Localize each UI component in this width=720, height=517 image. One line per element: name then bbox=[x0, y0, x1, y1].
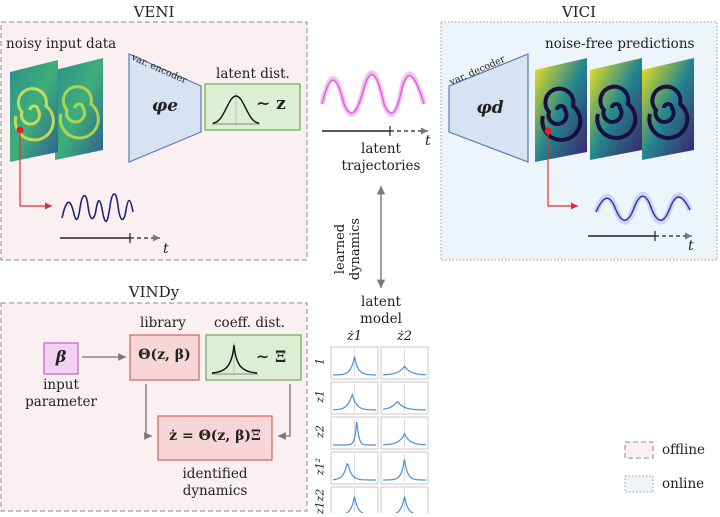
grid-distribution-0-0 bbox=[332, 356, 377, 376]
decoder-symbol-text: φd bbox=[476, 98, 504, 118]
axis-t-input: t bbox=[163, 241, 169, 257]
legend-online-label: online bbox=[662, 476, 705, 492]
noisy-signal-curve bbox=[61, 193, 134, 223]
grid-row-label: 1 bbox=[313, 358, 327, 365]
noisy-input-label: noisy input data bbox=[6, 36, 117, 52]
encoder-block bbox=[128, 53, 202, 163]
grid-distribution-0-1 bbox=[382, 365, 427, 376]
encoder-symbol: φe bbox=[129, 96, 201, 116]
grid-distribution-4-0 bbox=[344, 496, 365, 513]
grid-row-label: z1² bbox=[313, 457, 327, 476]
library-label: library bbox=[140, 315, 186, 331]
axis-t-latent: t bbox=[425, 133, 431, 149]
grid-distribution-2-0 bbox=[333, 422, 376, 446]
grid-distribution-1-1 bbox=[382, 401, 426, 411]
latent-trajectories-label: latent trajectories bbox=[341, 141, 421, 174]
grid-row-label: z1z2 bbox=[313, 488, 327, 515]
vici-title: VICI bbox=[561, 3, 597, 21]
latent-dist-expr: ∼ z bbox=[256, 94, 286, 114]
library-expr: Θ(z, β) bbox=[138, 347, 191, 363]
learned-dynamics-label: learned dynamics bbox=[333, 217, 363, 281]
dynamics-equation-box bbox=[157, 415, 273, 461]
latent-trajectory-curve bbox=[321, 74, 425, 114]
latent-model-label: latent model bbox=[360, 294, 402, 327]
grid-distribution-3-0 bbox=[332, 463, 376, 481]
grid-row-label: z1 bbox=[313, 390, 327, 403]
latent-dist-label: latent dist. bbox=[216, 66, 290, 82]
coefficient-grid bbox=[330, 346, 429, 513]
noisy-image-front bbox=[10, 60, 58, 162]
legend-offline-label: offline bbox=[662, 442, 706, 458]
legend-online-swatch bbox=[624, 475, 654, 493]
vindy-title: VINDy bbox=[128, 283, 180, 301]
arrow-library-to-dynamics bbox=[144, 384, 152, 440]
dynamics-equation: ż = Θ(z, β)Ξ bbox=[169, 428, 261, 444]
arrow-coeff-to-dynamics bbox=[278, 384, 291, 440]
latent-trajectory-plot bbox=[319, 70, 427, 117]
grid-column-header: ż2 bbox=[396, 329, 413, 344]
grid-distribution-3-1 bbox=[383, 459, 426, 481]
decoder-block bbox=[448, 53, 529, 163]
probe-arrow-output bbox=[547, 131, 578, 210]
input-parameter-label: input parameter bbox=[25, 377, 97, 410]
library-box bbox=[129, 334, 200, 381]
probe-arrow-input bbox=[19, 130, 52, 210]
gaussian-curve bbox=[212, 95, 260, 124]
coeff-dist-label: coeff. dist. bbox=[214, 315, 285, 331]
prediction-image-3 bbox=[642, 58, 694, 160]
grid-distribution-4-1 bbox=[394, 496, 415, 513]
veni-title: VENI bbox=[133, 3, 175, 21]
axis-t-output: t bbox=[688, 238, 694, 254]
identified-dynamics-label: identified dynamics bbox=[182, 466, 248, 499]
prediction-image-1 bbox=[535, 58, 587, 162]
encoder-symbol-text: φe bbox=[151, 96, 179, 116]
latent-dist-box bbox=[204, 83, 301, 131]
input-parameter-box bbox=[43, 342, 79, 375]
noisy-image-back bbox=[55, 58, 103, 160]
prediction-image-2 bbox=[590, 58, 642, 160]
coeff-dist-expr: ∼ Ξ bbox=[256, 347, 287, 366]
grid-column-header: ż1 bbox=[346, 329, 363, 344]
legend-offline-swatch bbox=[624, 441, 654, 459]
predictions-label: noise-free predictions bbox=[545, 36, 695, 52]
grid-distribution-1-0 bbox=[333, 393, 376, 411]
prediction-signal-curve bbox=[595, 195, 691, 221]
grid-distribution-2-1 bbox=[382, 432, 427, 446]
input-symbol: β bbox=[55, 347, 67, 366]
laplace-curve bbox=[211, 344, 258, 374]
grid-row-label: z2 bbox=[313, 425, 327, 438]
decoder-symbol: φd bbox=[454, 98, 526, 118]
